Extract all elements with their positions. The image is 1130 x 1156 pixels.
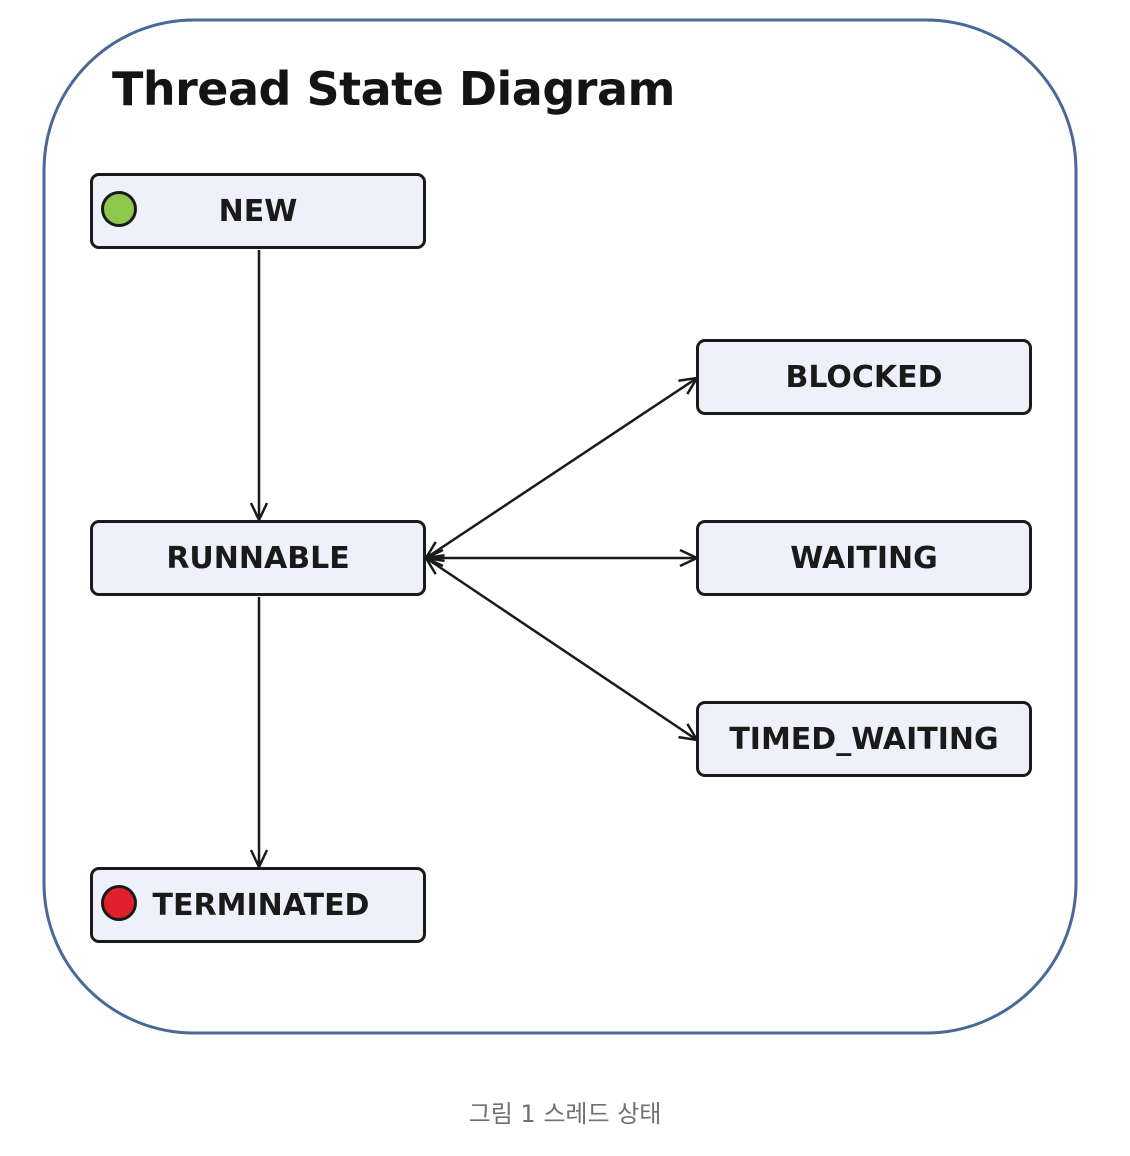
state-waiting: WAITING: [696, 520, 1032, 596]
figure-caption: 그림 1 스레드 상태: [468, 1100, 662, 1128]
state-terminated: TERMINATED: [90, 867, 426, 943]
state-waiting-label: WAITING: [790, 540, 938, 576]
end-marker-icon: [101, 885, 137, 921]
state-new-label: NEW: [218, 193, 298, 229]
state-new: NEW: [90, 173, 426, 249]
arrow-runnable-blocked: [426, 378, 697, 558]
state-runnable: RUNNABLE: [90, 520, 426, 596]
state-terminated-label: TERMINATED: [152, 887, 370, 923]
state-timed-waiting: TIMED_WAITING: [696, 701, 1032, 777]
diagram-title: Thread State Diagram: [112, 62, 675, 116]
arrow-runnable-timed-waiting: [426, 558, 697, 740]
state-timed-waiting-label: TIMED_WAITING: [729, 721, 999, 757]
state-blocked: BLOCKED: [696, 339, 1032, 415]
start-marker-icon: [101, 191, 137, 227]
state-runnable-label: RUNNABLE: [166, 540, 350, 576]
state-blocked-label: BLOCKED: [785, 359, 943, 395]
